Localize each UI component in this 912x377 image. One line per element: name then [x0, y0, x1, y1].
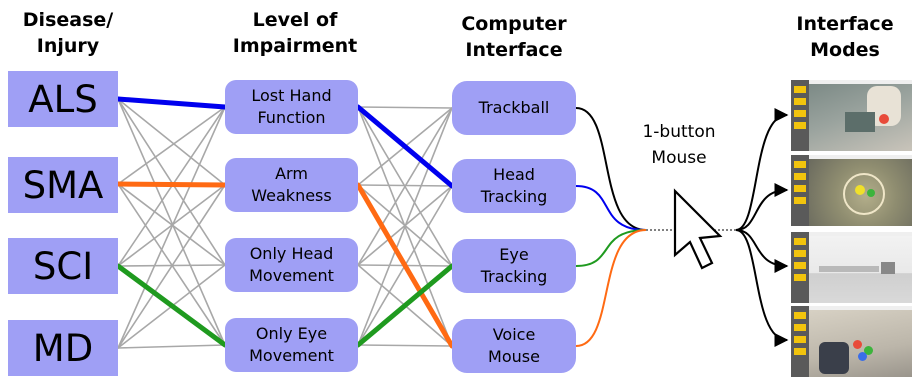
disease-label: SMA	[22, 163, 104, 207]
disease-box-sci: SCI	[8, 238, 118, 294]
mouse-to-mode-arrow	[735, 229, 789, 347]
highlight-green-disease-level	[115, 263, 228, 348]
disease-label: MD	[32, 326, 94, 370]
mode-screenshot-2	[791, 155, 912, 226]
connector-level-interface	[357, 344, 453, 347]
mouse-to-mode-arrow	[735, 229, 789, 273]
connector-disease-level	[117, 183, 226, 346]
disease-label: SCI	[32, 244, 94, 288]
level-label: Only Eye Movement	[249, 324, 334, 365]
highlight-orange-level-interface	[355, 182, 455, 349]
level-label: Lost Hand Function	[251, 86, 332, 127]
level-label: Arm Weakness	[251, 164, 332, 205]
level-label: Only Head Movement	[249, 244, 334, 285]
interface-to-mouse-curve	[575, 185, 647, 231]
interface-label: Eye Tracking	[480, 245, 548, 286]
disease-box-als: ALS	[8, 71, 118, 127]
interface-box-head-tracking: Head Tracking	[452, 159, 576, 213]
connector-level-interface	[357, 107, 453, 346]
interface-box-eye-tracking: Eye Tracking	[452, 239, 576, 293]
mouse-to-mode-arrow	[735, 183, 789, 231]
header-level: Level of Impairment	[232, 9, 358, 57]
level-box-arm-weakness: Arm Weakness	[225, 158, 358, 212]
connector-level-interface	[357, 106, 453, 109]
header-disease: Disease/ Injury	[22, 9, 114, 57]
connector-disease-level	[117, 106, 226, 349]
connector-disease-level	[117, 184, 226, 349]
header-modes: Interface Modes	[796, 13, 894, 61]
interface-label: Head Tracking	[480, 165, 548, 206]
highlight-orange-disease-level	[115, 181, 228, 188]
level-box-head-movement: Only Head Movement	[225, 238, 358, 292]
interface-label: Trackball	[478, 98, 550, 117]
disease-box-sma: SMA	[8, 157, 118, 213]
mouse-to-mode-arrow	[735, 108, 789, 231]
interface-to-mouse-curve	[575, 229, 647, 267]
cursor-arrow-icon	[673, 188, 723, 270]
mouse-label: 1-button Mouse	[642, 122, 716, 168]
header-computer: Computer Interface	[461, 13, 567, 61]
mode-screenshot-3	[791, 232, 912, 303]
level-box-lost-hand: Lost Hand Function	[225, 80, 358, 134]
connector-disease-level	[117, 344, 226, 349]
connector-disease-level	[117, 98, 226, 346]
highlight-blue-disease-level	[115, 96, 228, 110]
connector-disease-level	[117, 98, 226, 186]
highlight-blue-level-interface	[355, 104, 455, 189]
connector-disease-level	[117, 106, 226, 185]
interface-to-mouse-curve	[575, 107, 647, 231]
disease-box-md: MD	[8, 320, 118, 376]
connector-disease-level	[117, 184, 226, 267]
level-box-eye-movement: Only Eye Movement	[225, 318, 358, 372]
interface-to-mouse-curve	[575, 229, 647, 347]
interface-box-trackball: Trackball	[452, 81, 576, 135]
disease-label: ALS	[28, 77, 98, 121]
mode-screenshot-1	[791, 80, 912, 151]
highlight-green-level-interface	[355, 263, 455, 348]
interface-box-voice-mouse: Voice Mouse	[452, 319, 576, 373]
mode-screenshot-4	[791, 306, 912, 377]
interface-label: Voice Mouse	[488, 325, 540, 366]
connector-level-interface	[357, 107, 453, 266]
